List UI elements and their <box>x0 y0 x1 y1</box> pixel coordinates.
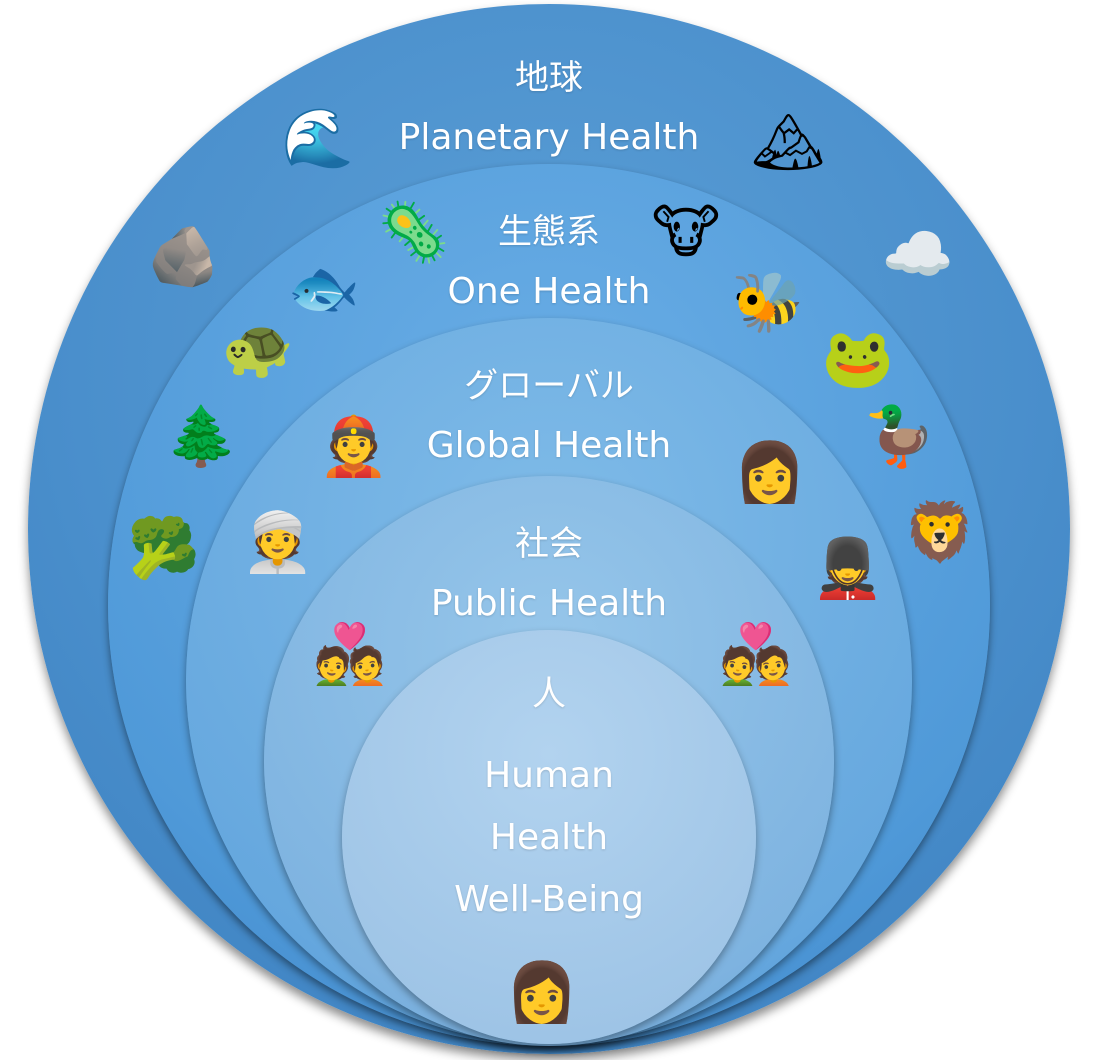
couple-right-icon: 💑 <box>719 620 793 688</box>
duck-icon: 🦆 <box>863 402 937 470</box>
woman-center-icon: 👩 <box>505 958 579 1026</box>
one-health-jp-label: 生態系 <box>498 212 600 252</box>
human-health-circle <box>342 630 756 1044</box>
lion-icon: 🦁 <box>903 498 977 566</box>
virus-icon: 🦠 <box>377 198 451 266</box>
frog-icon: 🐸 <box>821 324 895 392</box>
public-health-en-label: Public Health <box>430 583 668 624</box>
cloud-icon: ☁️ <box>881 220 955 288</box>
broccoli-icon: 🥦 <box>127 514 201 582</box>
one-health-en-label: One Health <box>447 271 651 312</box>
fish-icon: 🐟 <box>287 254 361 322</box>
human-line1-label: Human <box>484 755 614 796</box>
global-health-jp-label: グローバル <box>464 366 634 406</box>
human-line3-label: Well-Being <box>454 879 644 920</box>
man-with-cap-icon: 👲 <box>317 412 391 480</box>
cow-icon: 🐮 <box>651 198 721 266</box>
tree-icon: 🌲 <box>165 402 239 470</box>
human-jp-label: 人 <box>532 674 566 714</box>
couple-left-icon: 💑 <box>313 620 387 688</box>
human-line2-label: Health <box>489 817 609 858</box>
planetary-jp-label: 地球 <box>515 58 583 98</box>
woman-turban-icon: 👳 <box>241 508 315 576</box>
guard-icon: 💂 <box>811 534 885 602</box>
planetary-en-label: Planetary Health <box>398 117 700 158</box>
mountain-icon: 🏔 <box>751 108 825 176</box>
wave-icon: 🌊 <box>281 104 355 172</box>
bee-icon: 🐝 <box>731 268 805 336</box>
public-health-jp-label: 社会 <box>515 524 583 564</box>
woman-curly-hair-icon: 👩 <box>733 438 807 506</box>
turtle-icon: 🐢 <box>221 314 295 382</box>
global-health-en-label: Global Health <box>426 425 672 466</box>
rock-icon: 🪨 <box>147 222 221 290</box>
